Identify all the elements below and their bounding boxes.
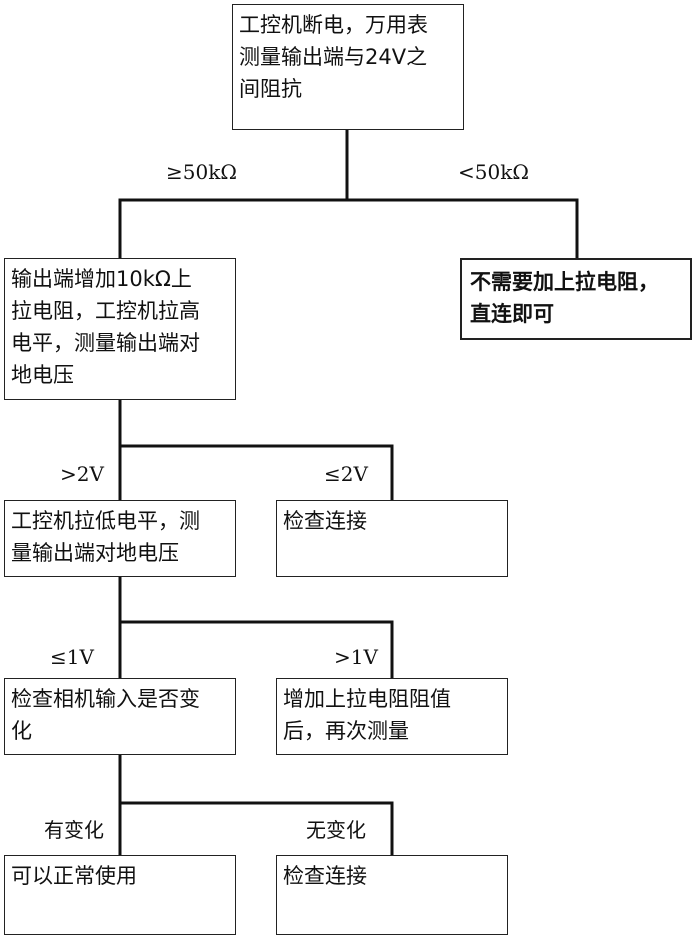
check-connection-box-1: 检查连接	[276, 500, 508, 577]
label-ge-50k: ≥50kΩ	[166, 160, 237, 184]
pullup-test-box: 输出端增加10kΩ上 拉电阻，工控机拉高 电平，测量输出端对 地电压	[4, 258, 236, 400]
low-test-box: 工控机拉低电平，测 量输出端对地电压	[4, 500, 236, 577]
connector-camera-split	[118, 755, 394, 855]
usable-box: 可以正常使用	[4, 855, 236, 935]
label-unchanged: 无变化	[306, 818, 366, 842]
label-changed: 有变化	[44, 818, 104, 842]
no-pullup-box: 不需要加上拉电阻， 直连即可	[460, 258, 692, 340]
start-box: 工控机断电，万用表 测量输出端与24V之 间阻抗	[232, 4, 464, 130]
label-gt-1v: >1V	[334, 645, 378, 669]
label-lt-50k: <50kΩ	[458, 160, 529, 184]
label-le-2v: ≤2V	[324, 462, 368, 486]
check-connection-box-2: 检查连接	[276, 855, 508, 935]
increase-resistor-box: 增加上拉电阻阻值 后，再次测量	[276, 678, 508, 755]
connector-start-split	[118, 130, 579, 258]
connector-low-split	[118, 577, 394, 678]
check-camera-box: 检查相机输入是否变 化	[4, 678, 236, 755]
label-le-1v: ≤1V	[50, 645, 94, 669]
connector-pullup-split	[118, 400, 394, 500]
label-gt-2v: >2V	[60, 462, 104, 486]
